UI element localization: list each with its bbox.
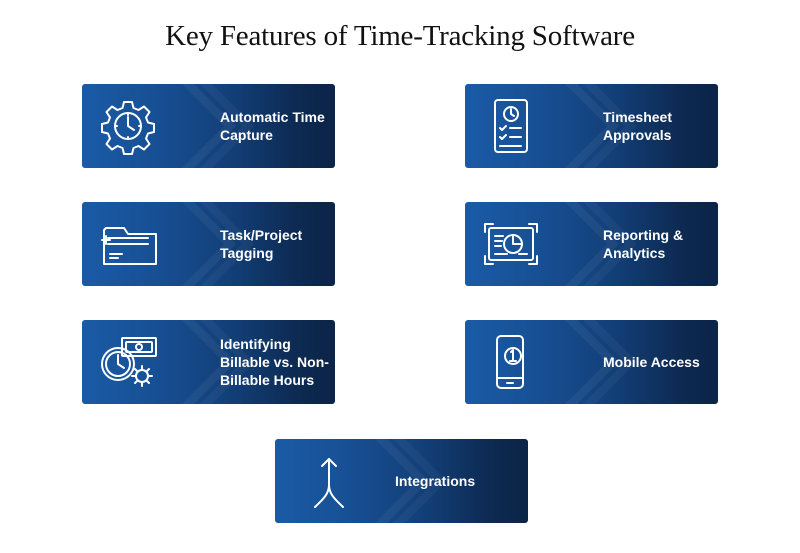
feature-card-mobile-access: Mobile Access bbox=[465, 320, 718, 404]
feature-label: Reporting & Analytics bbox=[603, 227, 684, 261]
page-title: Key Features of Time-Tracking Software bbox=[165, 20, 635, 52]
feature-card-reporting-analytics: Reporting & Analytics bbox=[465, 202, 718, 286]
feature-label: Mobile Access bbox=[603, 354, 700, 370]
feature-label: Identifying Billable vs. Non-Billable Ho… bbox=[220, 336, 329, 388]
merge-arrow-icon bbox=[299, 451, 359, 511]
gear-clock-icon bbox=[98, 96, 158, 156]
feature-label: Timesheet Approvals bbox=[603, 109, 672, 143]
folder-icon bbox=[98, 214, 158, 274]
feature-card-timesheet-approvals: Timesheet Approvals bbox=[465, 84, 718, 168]
mobile-phone-icon bbox=[481, 332, 541, 392]
feature-card-automatic-time-capture: Automatic Time Capture bbox=[82, 84, 335, 168]
feature-card-task-project-tagging: Task/Project Tagging bbox=[82, 202, 335, 286]
clock-money-gear-icon bbox=[98, 332, 158, 392]
feature-label: Integrations bbox=[395, 473, 476, 489]
timesheet-clipboard-icon bbox=[481, 96, 541, 156]
feature-label: Automatic Time Capture bbox=[220, 109, 325, 143]
feature-label: Task/Project Tagging bbox=[220, 227, 303, 261]
pie-chart-report-icon bbox=[481, 214, 541, 274]
feature-card-integrations: Integrations bbox=[275, 439, 528, 523]
feature-card-billable-hours: Identifying Billable vs. Non-Billable Ho… bbox=[82, 320, 335, 404]
